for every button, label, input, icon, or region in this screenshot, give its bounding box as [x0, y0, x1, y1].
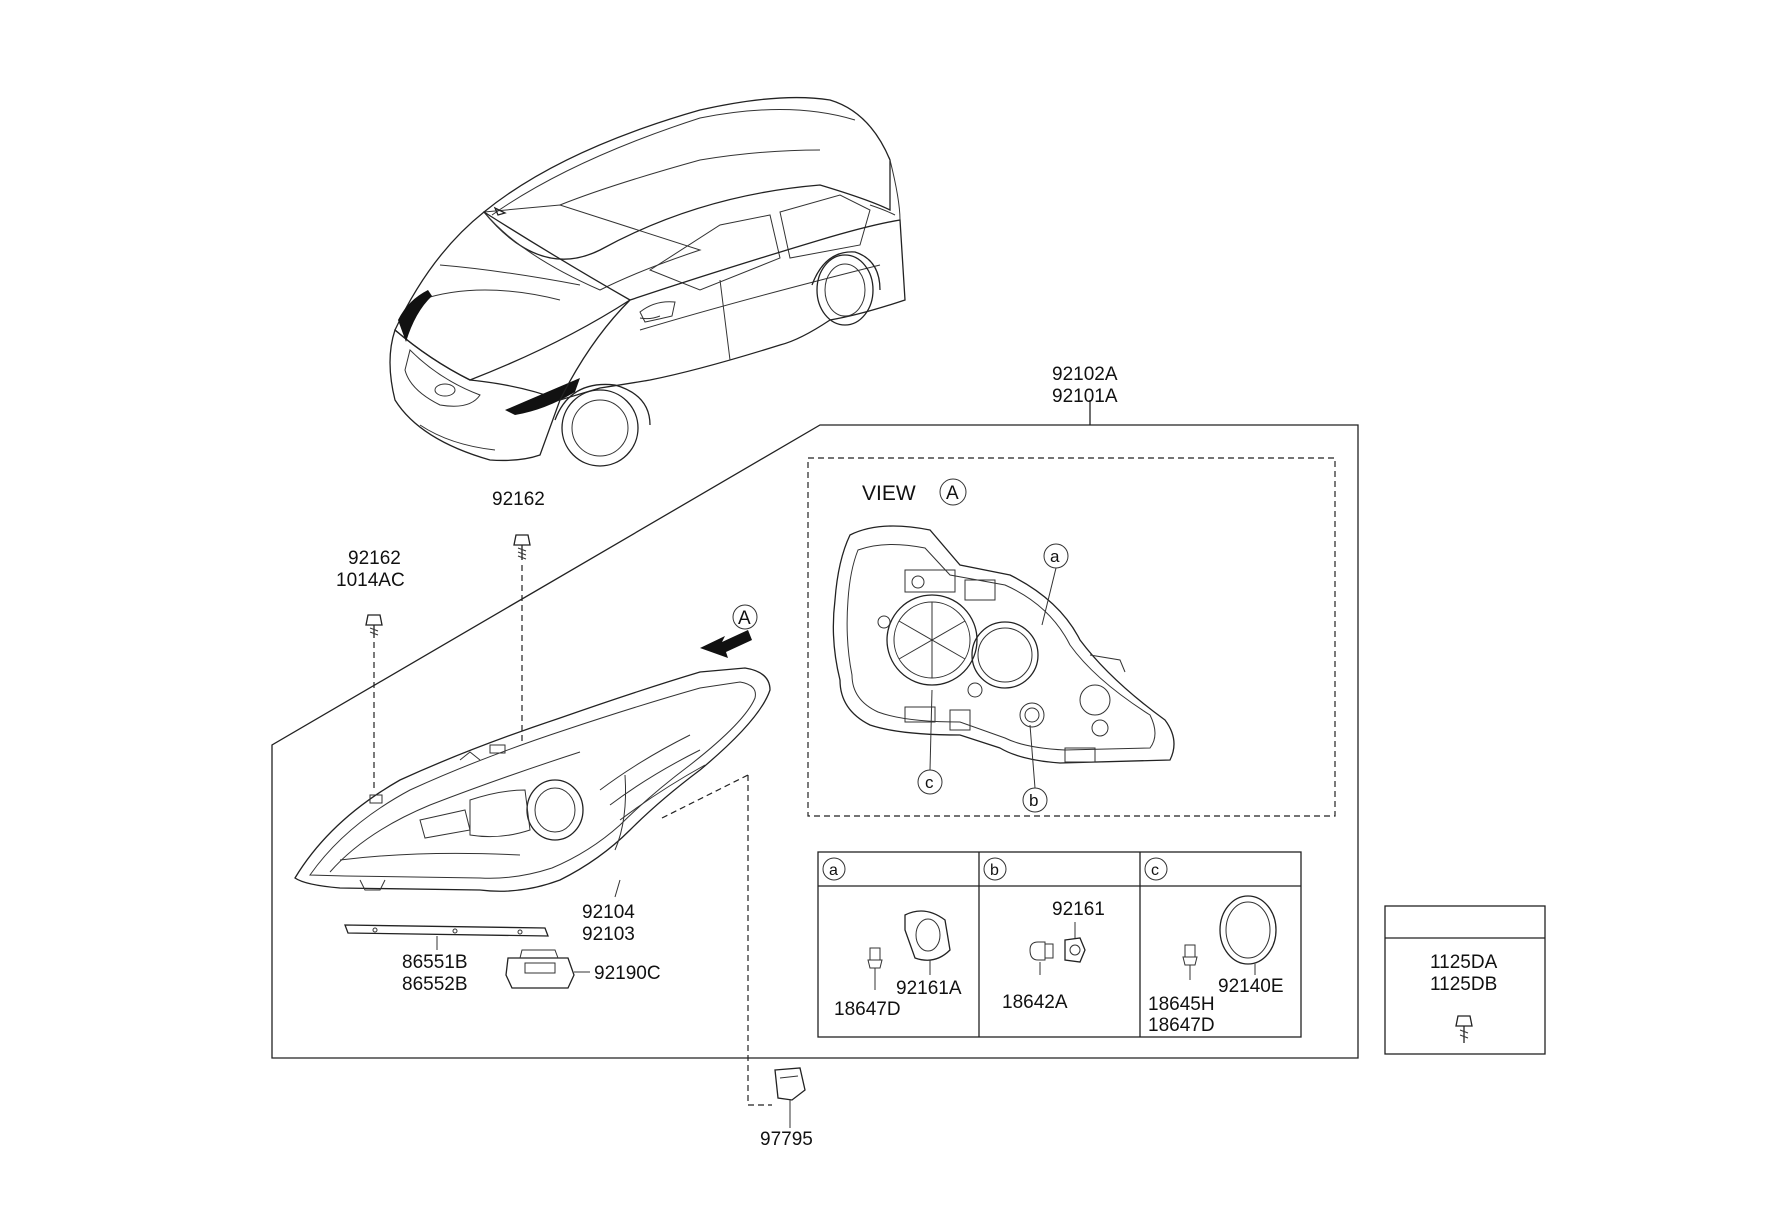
view-a-arrow-icon — [700, 630, 752, 658]
table-cell-c-part-1: 92140E — [1218, 976, 1284, 997]
socket-a-icon — [904, 910, 951, 961]
view-circle-letter: A — [946, 483, 959, 504]
side-box-part-2: 1125DB — [1430, 974, 1497, 995]
table-cell-c-part-3: 18647D — [1148, 1015, 1215, 1036]
bulb-a-icon — [867, 947, 883, 990]
callout-lamp-1: 92104 — [582, 902, 635, 923]
callout-trim-2: 86552B — [402, 974, 468, 995]
callout-assembly-top: 92102A — [1052, 364, 1118, 385]
ballast-unit — [505, 949, 575, 989]
table-cell-a-part-2: 18647D — [834, 999, 901, 1020]
table-cell-b-letter: b — [990, 862, 999, 879]
table-cell-a-letter: a — [829, 862, 838, 879]
callout-lamp-2: 92103 — [582, 924, 635, 945]
trim-strip — [344, 924, 549, 937]
cap-c-icon — [1219, 895, 1277, 965]
table-cell-b-part-1: 92161 — [1052, 899, 1105, 920]
table-cell-b-part-2: 18642A — [1002, 992, 1068, 1013]
view-title: VIEW — [862, 482, 916, 505]
bulb-b-icon — [1029, 937, 1086, 963]
car-illustration — [389, 96, 906, 467]
side-box-part-1: 1125DA — [1430, 952, 1498, 973]
view-marker-c: c — [925, 773, 934, 792]
headlamp-front — [294, 667, 771, 892]
callout-connector: 97795 — [760, 1129, 813, 1150]
callout-trim-1: 86551B — [402, 952, 468, 973]
table-cell-c-part-2: 18645H — [1148, 994, 1215, 1015]
view-a-box — [807, 457, 1336, 817]
view-marker-a: a — [1050, 547, 1060, 566]
side-fastener-box — [1384, 905, 1546, 1055]
callout-ballast: 92190C — [594, 963, 661, 984]
screw-top-icon — [513, 534, 531, 560]
view-marker-b: b — [1029, 791, 1038, 810]
bulb-c-icon — [1182, 944, 1198, 980]
bulb-table — [817, 851, 1302, 1038]
side-screw-icon — [1455, 1015, 1473, 1043]
assembly-frame — [271, 400, 1359, 1059]
callout-screw-left-2: 1014AC — [336, 570, 405, 591]
table-cell-a-part-1: 92161A — [896, 978, 962, 999]
callout-screw-top: 92162 — [492, 489, 545, 510]
view-arrow-letter: A — [738, 608, 751, 629]
screw-left-icon — [365, 614, 383, 638]
callout-screw-left-1: 92162 — [348, 548, 401, 569]
callout-assembly-bottom: 92101A — [1052, 386, 1118, 407]
connector-icon — [774, 1067, 806, 1128]
headlamp-rear-view — [832, 525, 1175, 764]
table-cell-c-letter: c — [1151, 862, 1159, 879]
